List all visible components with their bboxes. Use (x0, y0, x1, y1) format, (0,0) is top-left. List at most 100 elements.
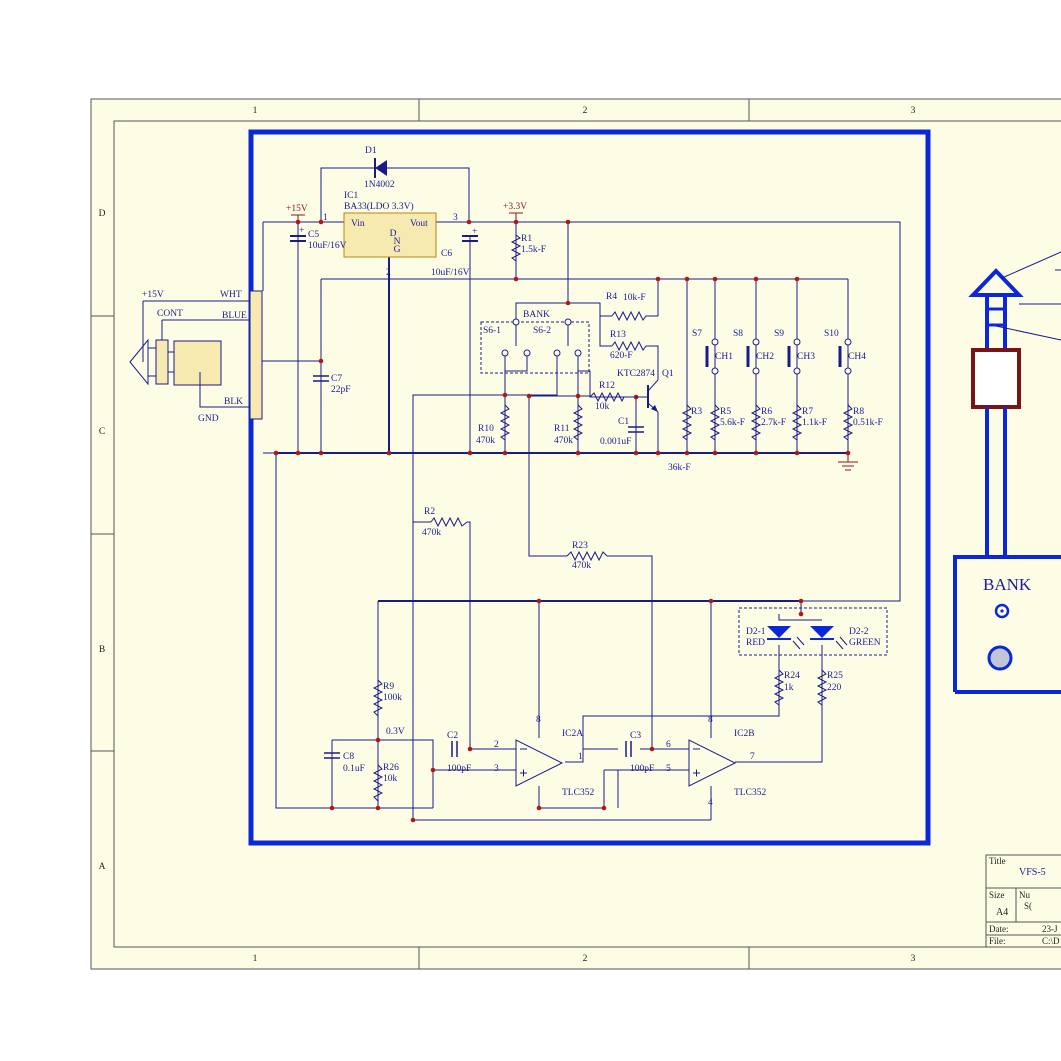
c3-value: 100pF (630, 764, 654, 774)
ic1-vout: Vout (410, 219, 428, 229)
r23-ref: R23 (572, 541, 588, 551)
title-value: VFS-5 (1019, 867, 1046, 878)
zone-col-3-top: 3 (911, 106, 916, 116)
c3-ref: C3 (630, 731, 641, 741)
r3-ref: R3 (691, 407, 702, 417)
date-value: 23-J (1042, 924, 1058, 934)
r10-value: 470k (476, 436, 495, 446)
s62-label: S6-2 (533, 326, 551, 336)
voltage-03v-label: 0.3V (386, 727, 405, 737)
s61-label: S6-1 (483, 326, 501, 336)
c5-ref: C5 (308, 230, 319, 240)
d22-color: GREEN (849, 638, 881, 648)
size-label: Size (989, 890, 1005, 900)
c2-capacitor (451, 741, 458, 757)
pwr-33v-symbol (509, 212, 523, 222)
r12-resistor (589, 391, 625, 403)
r5-ref: R5 (720, 407, 731, 417)
r11-resistor (572, 404, 584, 441)
zone-row-c: C (99, 427, 105, 437)
ic2a-pin3: 3 (494, 764, 499, 774)
r6-ref: R6 (761, 407, 772, 417)
date-label: Date: (989, 924, 1009, 934)
conn-15v-label: +15V (142, 290, 164, 300)
ic2b-pin5: 5 (666, 764, 671, 774)
r10-ref: R10 (478, 424, 494, 434)
r24-resistor (773, 669, 785, 706)
d21-led (767, 626, 805, 650)
r25-value: 220 (827, 683, 842, 693)
junctions (273, 219, 851, 823)
s10-label: S10 (824, 329, 839, 339)
ic1-pin3: 3 (453, 213, 458, 223)
r3-value: 36k-F (668, 463, 691, 473)
conn-blue-label: BLUE (222, 311, 247, 321)
r4-ref: R4 (606, 292, 617, 302)
ch2-label: CH2 (756, 352, 774, 362)
ic1-gnd-g: G (394, 245, 401, 255)
r13-ref: R13 (610, 330, 626, 340)
q1-transistor (636, 379, 659, 413)
title-label: Title (989, 856, 1006, 866)
r13-value: 620-F (610, 351, 633, 361)
c5-plus: + (299, 226, 304, 236)
c1-ref: C1 (618, 417, 629, 427)
sheet-inner-border (113, 120, 1061, 948)
r11-ref: R11 (554, 424, 570, 434)
zone-row-a: A (99, 862, 106, 872)
d22-ref: D2-2 (849, 627, 869, 637)
r9-ref: R9 (383, 682, 394, 692)
r2-resistor (430, 516, 468, 528)
conn-cont-label: CONT (157, 309, 183, 319)
c8-value: 0.1uF (343, 764, 365, 774)
file-value: C:\D (1042, 936, 1060, 946)
c5-value: 10uF/16V (308, 241, 347, 251)
r8-resistor (842, 404, 854, 441)
zone-row-d: D (99, 209, 106, 219)
ic2b-ref: IC2B (734, 729, 755, 739)
ic1-value: BA33(LDO 3.3V) (344, 201, 414, 212)
r7-ref: R7 (802, 407, 813, 417)
ic1-regulator (343, 212, 437, 258)
c7-ref: C7 (331, 374, 342, 384)
ic2a-ref: IC2A (562, 729, 583, 739)
c8-capacitor (324, 752, 340, 759)
size-value: A4 (996, 907, 1008, 918)
ic1-ref: IC1 (344, 191, 359, 201)
zone-dividers (91, 99, 750, 969)
r3-resistor (681, 404, 693, 441)
ic2a-pin2: 2 (494, 740, 499, 750)
r12-value: 10k (595, 402, 610, 412)
zone-col-2-top: 2 (583, 106, 588, 116)
r9-resistor (372, 679, 384, 717)
d2-led-group (738, 607, 888, 656)
c7-capacitor (313, 375, 329, 382)
zone-col-3-bottom: 3 (911, 954, 916, 964)
q1-part: KTC2874 (617, 369, 655, 379)
s7-label: S7 (692, 329, 702, 339)
r23-resistor (566, 550, 608, 562)
r1-value: 1.5k-F (521, 245, 546, 255)
ic1-gnd-n: N (394, 237, 401, 247)
ic2a-pin1: 1 (578, 752, 583, 762)
d1-value: 1N4002 (364, 180, 395, 190)
c1-value: 0.001uF (600, 437, 631, 447)
ic2b-value: TLC352 (734, 788, 766, 798)
conn-gnd-label: GND (198, 414, 219, 424)
r6-value: 2.7k-F (761, 418, 786, 428)
s9-switch (787, 338, 801, 375)
zone-row-b: B (99, 645, 105, 655)
mechanical-drawing (953, 251, 1061, 694)
c8-ref: C8 (343, 752, 354, 762)
ic1-pin1: 1 (323, 213, 328, 223)
r6-resistor (750, 404, 762, 441)
r25-ref: R25 (827, 671, 843, 681)
r9-value: 100k (383, 693, 402, 703)
c2-value: 100pF (447, 764, 471, 774)
r24-value: 1k (784, 683, 794, 693)
c7-value: 22pF (331, 385, 351, 395)
ic2b-opamp (688, 739, 737, 787)
ch3-label: CH3 (797, 352, 815, 362)
r11-value: 470k (554, 436, 573, 446)
r25-resistor (816, 669, 828, 706)
